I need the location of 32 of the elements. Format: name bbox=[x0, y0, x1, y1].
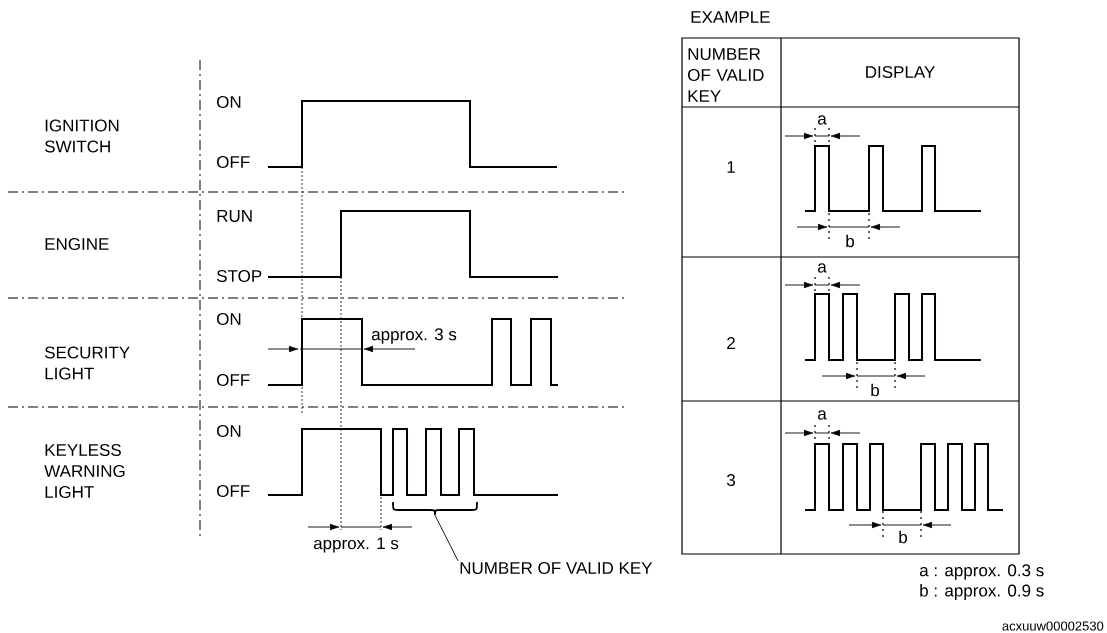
leader-line bbox=[434, 514, 459, 562]
key-count: 3 bbox=[726, 474, 735, 487]
state-label: ON bbox=[217, 96, 241, 109]
state-label: STOP bbox=[217, 270, 262, 283]
time-label: approx. 1 s bbox=[313, 537, 399, 553]
column-heading: NUMBER OF VALID KEY bbox=[688, 48, 764, 102]
measure-letter: b bbox=[899, 530, 907, 544]
measure-letter: a bbox=[818, 115, 827, 125]
key-count: 2 bbox=[727, 337, 735, 349]
key-count: 1 bbox=[727, 161, 735, 173]
state-label: RUN bbox=[217, 210, 252, 222]
signal-name: KEYLESS WARNING LIGHT bbox=[44, 444, 125, 499]
state-label: ON bbox=[217, 313, 241, 326]
table-title: EXAMPLE bbox=[691, 11, 770, 23]
callout-text: NUMBER OF VALID KEY bbox=[460, 562, 653, 575]
signal-name: IGNITION SWITCH bbox=[44, 119, 119, 153]
brace bbox=[392, 501, 478, 516]
legend-note: a : approx. 0.3 s bbox=[919, 564, 1044, 580]
state-label: OFF bbox=[217, 374, 250, 387]
signal-name: ENGINE bbox=[45, 238, 109, 251]
signal-name: SECURITY LIGHT bbox=[44, 346, 130, 380]
legend-note: b : approx. 0.9 s bbox=[920, 584, 1044, 600]
measure-letter: a bbox=[818, 263, 827, 273]
state-label: OFF bbox=[217, 485, 250, 498]
time-label: approx. 3 s bbox=[371, 328, 457, 344]
measure-letter: b bbox=[846, 234, 854, 248]
measure-letter: b bbox=[871, 383, 879, 397]
measure-letter: a bbox=[818, 410, 827, 420]
state-label: ON bbox=[217, 425, 241, 438]
state-label: OFF bbox=[217, 156, 250, 169]
figure-code: acxuuw00002530 bbox=[1002, 621, 1104, 631]
column-heading: DISPLAY bbox=[866, 66, 935, 79]
